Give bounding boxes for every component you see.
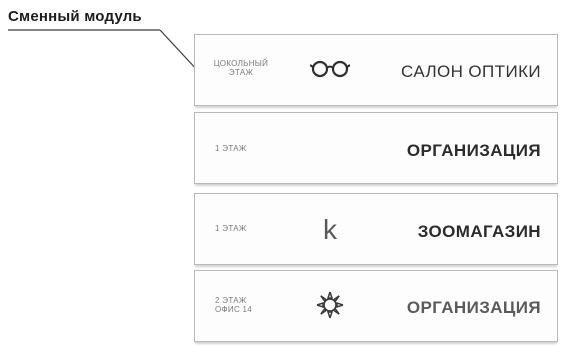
tenant-name: ОРГАНИЗАЦИЯ — [406, 141, 541, 160]
floor-label: 1 ЭТАЖ — [215, 224, 247, 233]
module-panel-organization-2: 2 ЭТАЖ ОФИС 14 ОРГАНИЗАЦИЯ — [194, 270, 558, 342]
letter-k-icon: k — [305, 210, 355, 250]
tenant-name: САЛОН ОПТИКИ — [401, 62, 541, 81]
floor-label: 1 ЭТАЖ — [215, 144, 247, 153]
floor-label: цокольный этаж — [213, 59, 269, 77]
module-panel-organization-1: 1 ЭТАЖ ОРГАНИЗАЦИЯ — [194, 112, 558, 184]
callout-label: Сменный модуль — [8, 8, 142, 25]
module-panel-optics: цокольный этаж САЛОН ОПТИКИ — [194, 34, 558, 106]
sun-icon — [305, 285, 355, 325]
glasses-icon — [305, 49, 355, 89]
module-panel-petshop: 1 ЭТАЖ k ЗООМАГАЗИН — [194, 193, 558, 265]
tenant-name: ОРГАНИЗАЦИЯ — [406, 298, 541, 317]
floor-label: 2 ЭТАЖ — [215, 296, 247, 305]
tenant-name: ЗООМАГАЗИН — [417, 222, 541, 241]
office-label: ОФИС 14 — [215, 305, 253, 314]
letter-k-glyph: k — [323, 214, 337, 245]
